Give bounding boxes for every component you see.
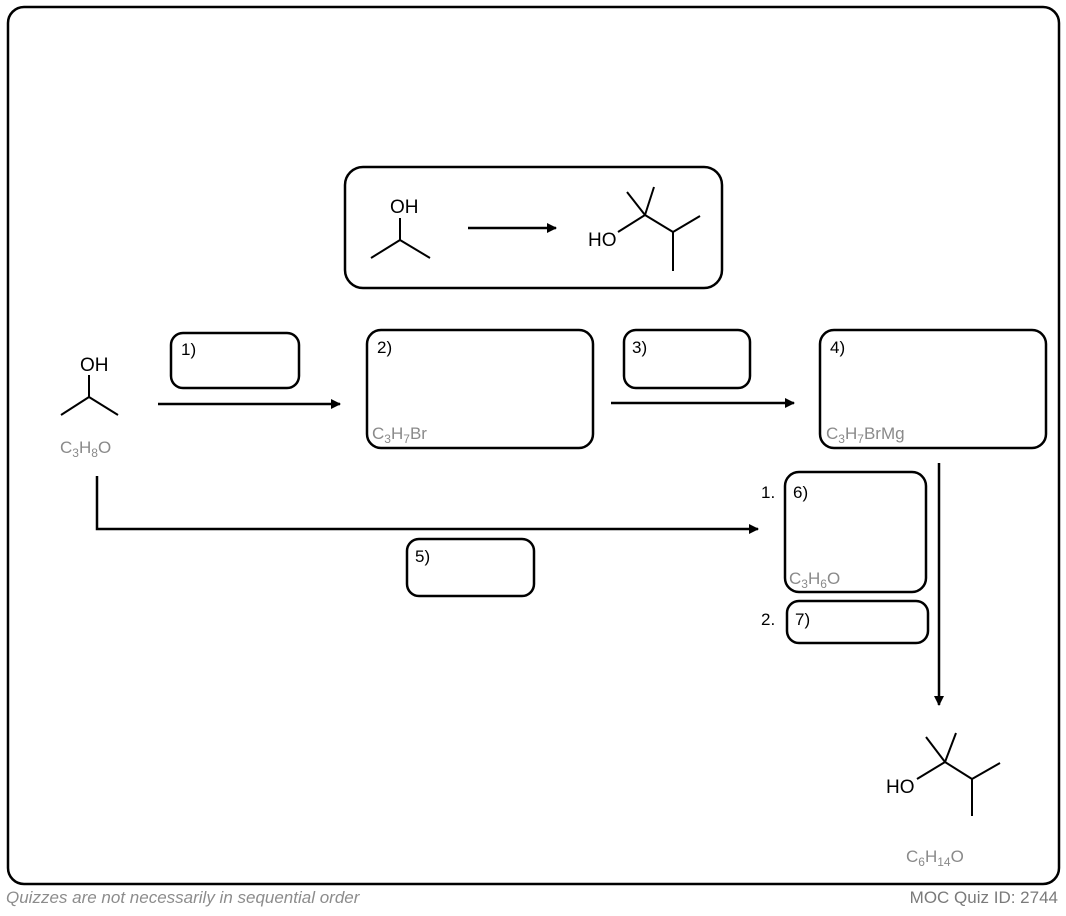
step-2-answer-box[interactable] [365, 328, 595, 450]
start-oh-label: OH [80, 355, 109, 376]
step-6: 1. 6) C3H6O [761, 470, 928, 594]
step-5: 5) [405, 537, 536, 598]
step-2: 2) C3H7Br [365, 328, 595, 450]
step-1-label: 1) [181, 340, 196, 359]
step-6-answer-box[interactable] [783, 470, 928, 594]
step-1: 1) [169, 331, 301, 390]
summary-box-border [343, 165, 724, 290]
step-4-label: 4) [830, 338, 845, 357]
isopropanol-structure [370, 218, 431, 259]
isopropanol-structure-start [60, 375, 119, 416]
step-3-answer-box[interactable] [622, 328, 752, 390]
product-structure-summary [617, 186, 701, 271]
step-6-label: 6) [793, 483, 808, 502]
step-2-formula: C3H7Br [372, 424, 427, 446]
product-structure [916, 732, 1001, 816]
step-4: 4) C3H7BrMg [818, 328, 1048, 450]
step-5-answer-box[interactable] [405, 537, 536, 598]
summary-box: OH HO [343, 165, 724, 290]
final-product: HO C6H14O [886, 732, 1001, 869]
step-7-prefix: 2. [761, 610, 775, 629]
step-4-formula: C3H7BrMg [826, 424, 905, 446]
quiz-id: MOC Quiz ID: 2744 [909, 888, 1058, 907]
quiz-frame [6, 5, 1061, 886]
arrow-5-path [95, 476, 759, 534]
summary-product-ho-label: HO [588, 230, 617, 251]
step-4-answer-box[interactable] [818, 328, 1048, 450]
start-formula: C3H8O [60, 438, 111, 460]
starting-material: OH C3H8O [60, 355, 119, 460]
step-6-formula: C3H6O [789, 569, 840, 591]
step-2-label: 2) [377, 338, 392, 357]
summary-start-oh-label: OH [390, 197, 419, 218]
product-ho-label: HO [886, 777, 915, 798]
step-1-answer-box[interactable] [169, 331, 301, 390]
step-7-label: 7) [795, 610, 810, 629]
step-5-label: 5) [415, 547, 430, 566]
step-7-answer-box[interactable] [785, 599, 930, 645]
step-3: 3) [622, 328, 752, 390]
step-3-label: 3) [632, 338, 647, 357]
step-6-prefix: 1. [761, 483, 775, 502]
footer-note: Quizzes are not necessarily in sequentia… [6, 888, 360, 907]
step-7: 2. 7) [761, 599, 930, 645]
product-formula: C6H14O [906, 847, 964, 869]
